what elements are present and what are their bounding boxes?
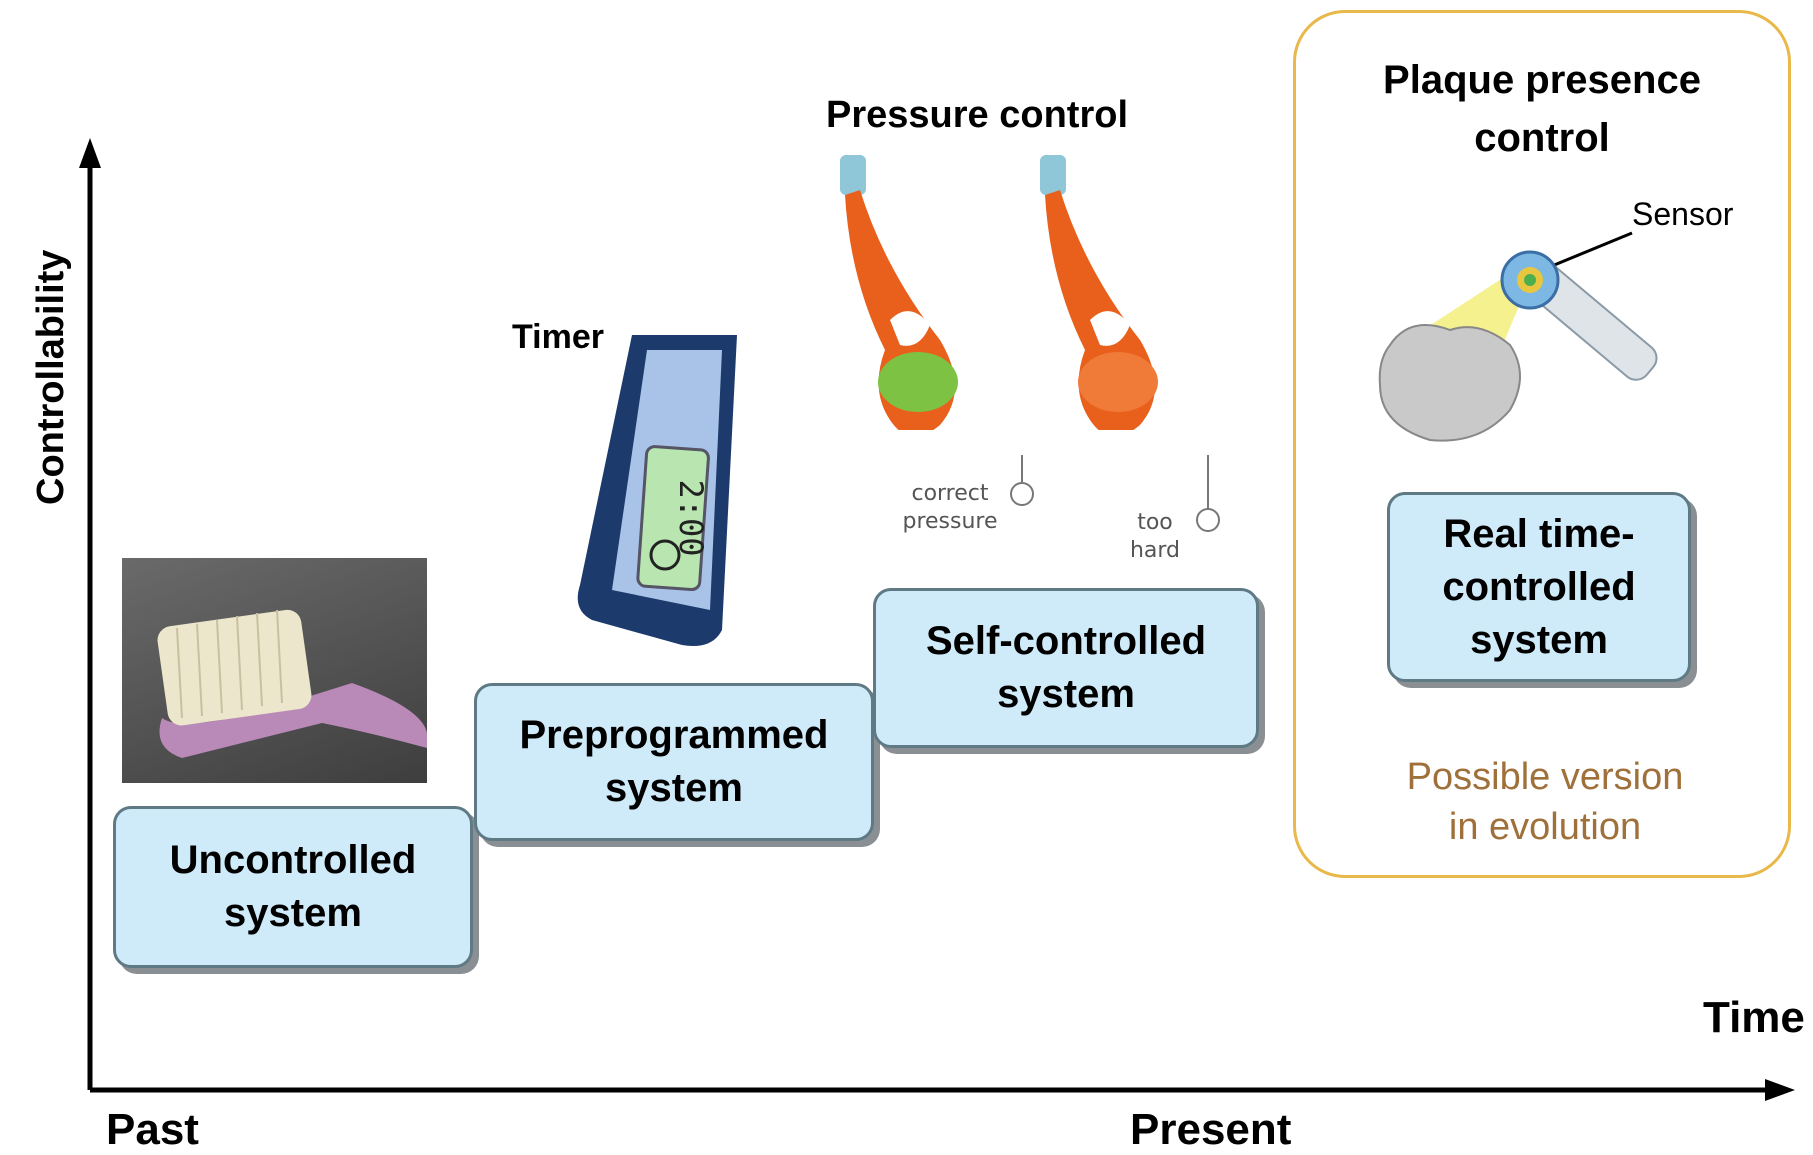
stage-self-controlled: Self-controlled system — [873, 588, 1259, 748]
pressure-brushes-icon — [840, 155, 1158, 430]
brush-too-hard-icon — [1040, 155, 1158, 430]
y-axis-label: Controllability — [30, 249, 72, 505]
manual-toothbrush-icon — [157, 609, 427, 758]
manual-toothbrush-image — [122, 558, 427, 783]
tooth-icon — [1378, 324, 1521, 442]
plaque-sensor-illustration — [1378, 231, 1658, 442]
x-axis-mid-label: Present — [1130, 1105, 1292, 1154]
stage-real-time-controlled: Real time- controlled system — [1387, 492, 1691, 682]
timer-caption: Timer — [512, 318, 604, 356]
stage-real-time-controlled-label: Real time- controlled system — [1442, 511, 1636, 662]
too-hard-label: too hard — [1129, 510, 1181, 563]
correct-pressure-label: correct pressure — [902, 481, 998, 534]
x-axis-start-label: Past — [106, 1105, 199, 1154]
future-version-frame: Plaque presence control — [1293, 10, 1791, 878]
sensor-label: Sensor — [1632, 196, 1734, 232]
timer-device-icon: 2:00 — [577, 335, 737, 646]
plaque-caption: Plaque presence control — [1383, 58, 1701, 160]
timer-display-text: 2:00 — [672, 479, 710, 556]
y-axis-arrowhead — [79, 138, 101, 168]
pressure-caption: Pressure control — [826, 94, 1128, 136]
x-axis-arrowhead — [1765, 1079, 1795, 1101]
x-axis-label: Time — [1703, 993, 1805, 1042]
stage-preprogrammed-label: Preprogrammed system — [519, 713, 829, 810]
stage-uncontrolled: Uncontrolled system — [113, 806, 473, 968]
pressure-indicator-lines — [1010, 455, 1220, 532]
brush-correct-pressure-icon — [840, 155, 958, 430]
stage-preprogrammed: Preprogrammed system — [474, 683, 874, 841]
stage-self-controlled-label: Self-controlled system — [925, 619, 1207, 716]
future-note: Possible version in evolution — [1406, 756, 1684, 848]
stage-uncontrolled-label: Uncontrolled system — [169, 838, 417, 935]
